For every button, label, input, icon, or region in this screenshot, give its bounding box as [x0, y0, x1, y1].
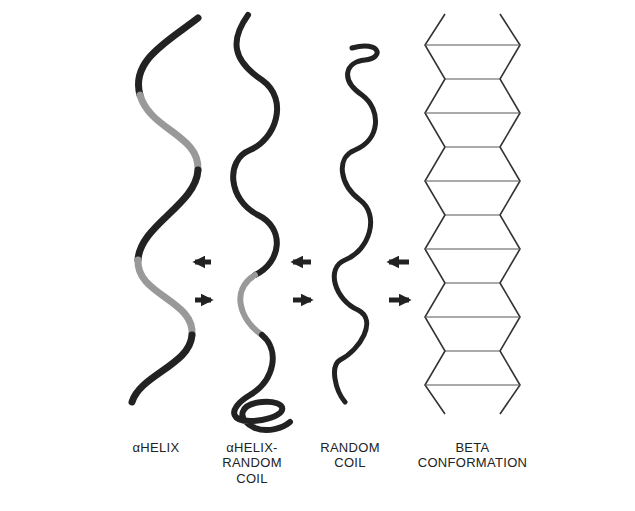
- helix-coil-ribbon: [233, 15, 290, 430]
- random-coil-strand: [334, 46, 377, 402]
- helix-back: [240, 275, 262, 335]
- transition-arrow: [389, 260, 409, 265]
- conformation-label: RANDOM COIL: [312, 440, 388, 471]
- helix-front: [132, 335, 192, 402]
- beta-chain: [425, 14, 445, 414]
- conformation-label: αHELIX: [118, 440, 194, 455]
- transition-arrow: [293, 298, 311, 303]
- alpha-helix-ribbon: [132, 18, 198, 402]
- hydrogen-bond: [425, 181, 520, 182]
- hydrogen-bond: [445, 283, 500, 284]
- helix-back: [138, 260, 192, 335]
- transition-arrow: [195, 298, 211, 303]
- transition-arrow: [389, 298, 409, 303]
- helix-front: [138, 18, 198, 95]
- coil-part: [234, 335, 290, 430]
- hydrogen-bond: [445, 351, 500, 352]
- transition-arrow: [293, 260, 311, 265]
- conformation-figure: αHELIX: [118, 12, 194, 461]
- conformation-label: αHELIX- RANDOM COIL: [212, 440, 292, 486]
- hydrogen-bond: [425, 317, 520, 318]
- conformation-figure: αHELIX- RANDOM COIL: [212, 12, 292, 492]
- helix-part: [233, 15, 277, 275]
- hydrogen-bond: [425, 45, 520, 46]
- hydrogen-bond: [425, 385, 520, 386]
- conformation-figure: BETA CONFORMATION: [410, 12, 535, 477]
- conformation-label: BETA CONFORMATION: [410, 440, 535, 471]
- hydrogen-bond: [425, 249, 520, 250]
- hydrogen-bond: [445, 147, 500, 148]
- helix-back: [140, 95, 198, 170]
- helix-front: [138, 170, 198, 260]
- hydrogen-bond: [445, 79, 500, 80]
- beta-sheet-ladder: [425, 14, 520, 414]
- transition-arrow: [195, 260, 211, 265]
- beta-chain: [500, 14, 520, 414]
- hydrogen-bond: [425, 113, 520, 114]
- hydrogen-bond: [445, 215, 500, 216]
- conformation-figure: RANDOM COIL: [312, 12, 388, 477]
